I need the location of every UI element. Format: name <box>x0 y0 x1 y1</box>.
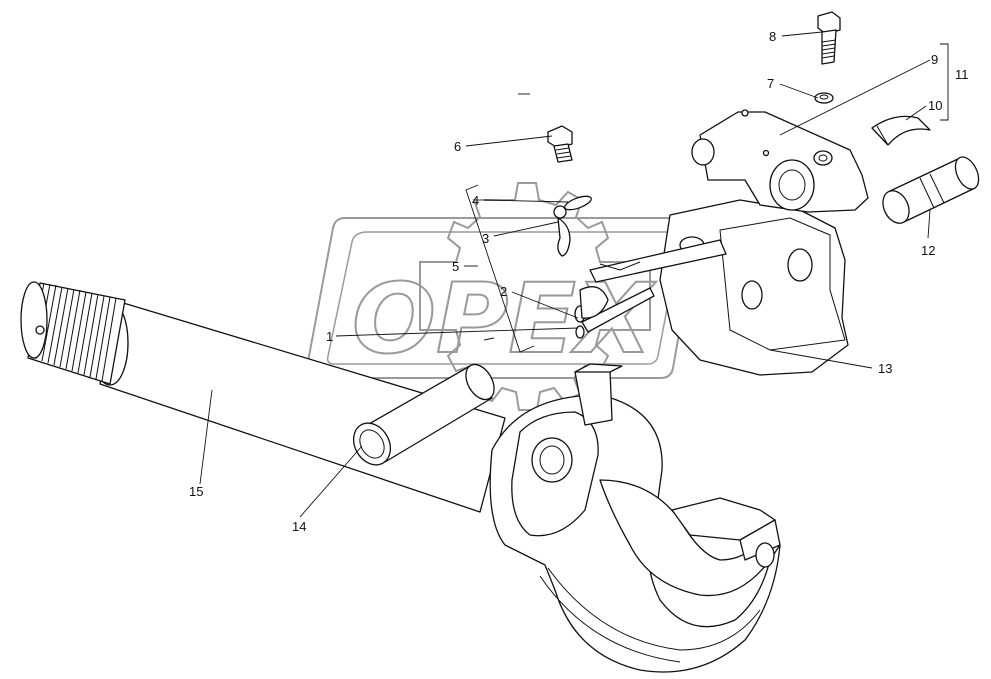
part-5-spring <box>589 239 727 283</box>
part-12-bushing <box>882 156 980 224</box>
group-bracket-9-11 <box>940 43 949 121</box>
callout-9: 9 <box>931 52 938 67</box>
part-10-bushing-half <box>871 115 931 146</box>
part-2-pin <box>574 286 655 339</box>
callout-4: 4 <box>472 193 479 208</box>
part-7-washer <box>814 92 834 104</box>
part-8-bolt <box>817 11 841 65</box>
part-15-shaft <box>20 281 506 513</box>
callout-7: 7 <box>767 76 774 91</box>
callout-15: 15 <box>189 484 203 499</box>
part-13-bracket <box>659 199 849 376</box>
part-6-bolt <box>547 125 573 163</box>
callout-11: 11 <box>955 67 969 82</box>
callout-2: 2 <box>500 284 507 299</box>
leader-lines <box>199 31 931 518</box>
hook-body <box>489 363 781 673</box>
callout-13: 13 <box>878 361 892 376</box>
group-bracket-1-5 <box>465 184 535 353</box>
part-9-housing <box>691 109 869 213</box>
callout-labels: 1 2 3 4 5 6 7 8 9 10 11 12 13 14 15 <box>189 29 969 534</box>
callout-3: 3 <box>482 231 489 246</box>
callout-10: 10 <box>928 98 942 113</box>
callout-5: 5 <box>452 259 459 274</box>
callout-14: 14 <box>292 519 306 534</box>
part-14-pin <box>352 363 495 466</box>
callout-8: 8 <box>769 29 776 44</box>
callout-12: 12 <box>921 243 935 258</box>
callout-1: 1 <box>326 329 333 344</box>
watermark-gear-icon <box>419 182 651 411</box>
part-3-clip <box>557 217 571 257</box>
callout-6: 6 <box>454 139 461 154</box>
part-4-ring <box>553 195 592 219</box>
